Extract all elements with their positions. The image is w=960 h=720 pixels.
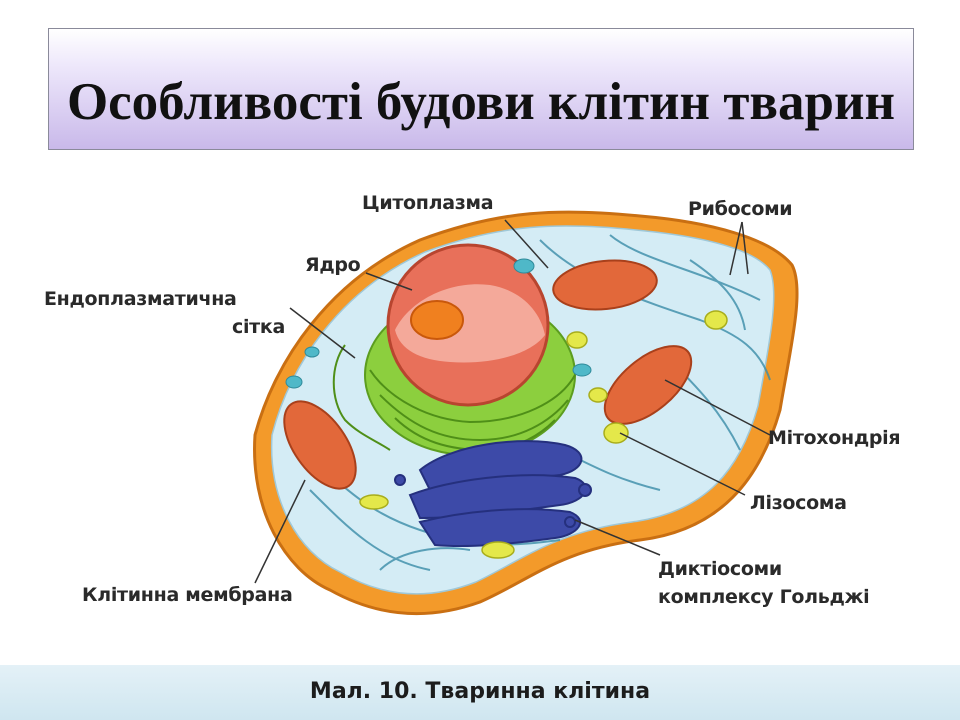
label-membrane: Клітинна мембрана <box>82 584 293 606</box>
label-lysosome: Лізосома <box>750 492 847 514</box>
cell-illustration <box>253 210 799 616</box>
golgi-apparatus <box>394 440 592 547</box>
caption-bar: Мал. 10. Тваринна клітина <box>0 665 960 720</box>
label-cytoplasm: Цитоплазма <box>362 192 494 214</box>
label-nucleus: Ядро <box>305 254 361 276</box>
title-box: Особливості будови клітин тварин <box>48 28 914 150</box>
mitochondria <box>283 259 693 490</box>
label-ribosomes: Рибосоми <box>688 198 793 220</box>
label-golgi-line2: комплексу Гольджі <box>658 586 870 608</box>
label-er-line1: Ендоплазматична <box>44 288 237 310</box>
label-golgi-line1: Диктіосоми <box>658 558 782 580</box>
cell-diagram: Цитоплазма Рибосоми Ядро Ендоплазматична… <box>0 150 960 665</box>
nucleolus <box>410 300 464 340</box>
page-title: Особливості будови клітин тварин <box>66 73 896 131</box>
leader-lines <box>254 219 771 584</box>
lysosomes <box>359 310 728 559</box>
figure-caption: Мал. 10. Тваринна клітина <box>309 679 651 704</box>
vesicles <box>285 258 592 389</box>
label-er-line2: сітка <box>232 316 286 338</box>
label-mitochondria: Мітохондрія <box>768 427 901 449</box>
nucleus <box>386 243 550 407</box>
